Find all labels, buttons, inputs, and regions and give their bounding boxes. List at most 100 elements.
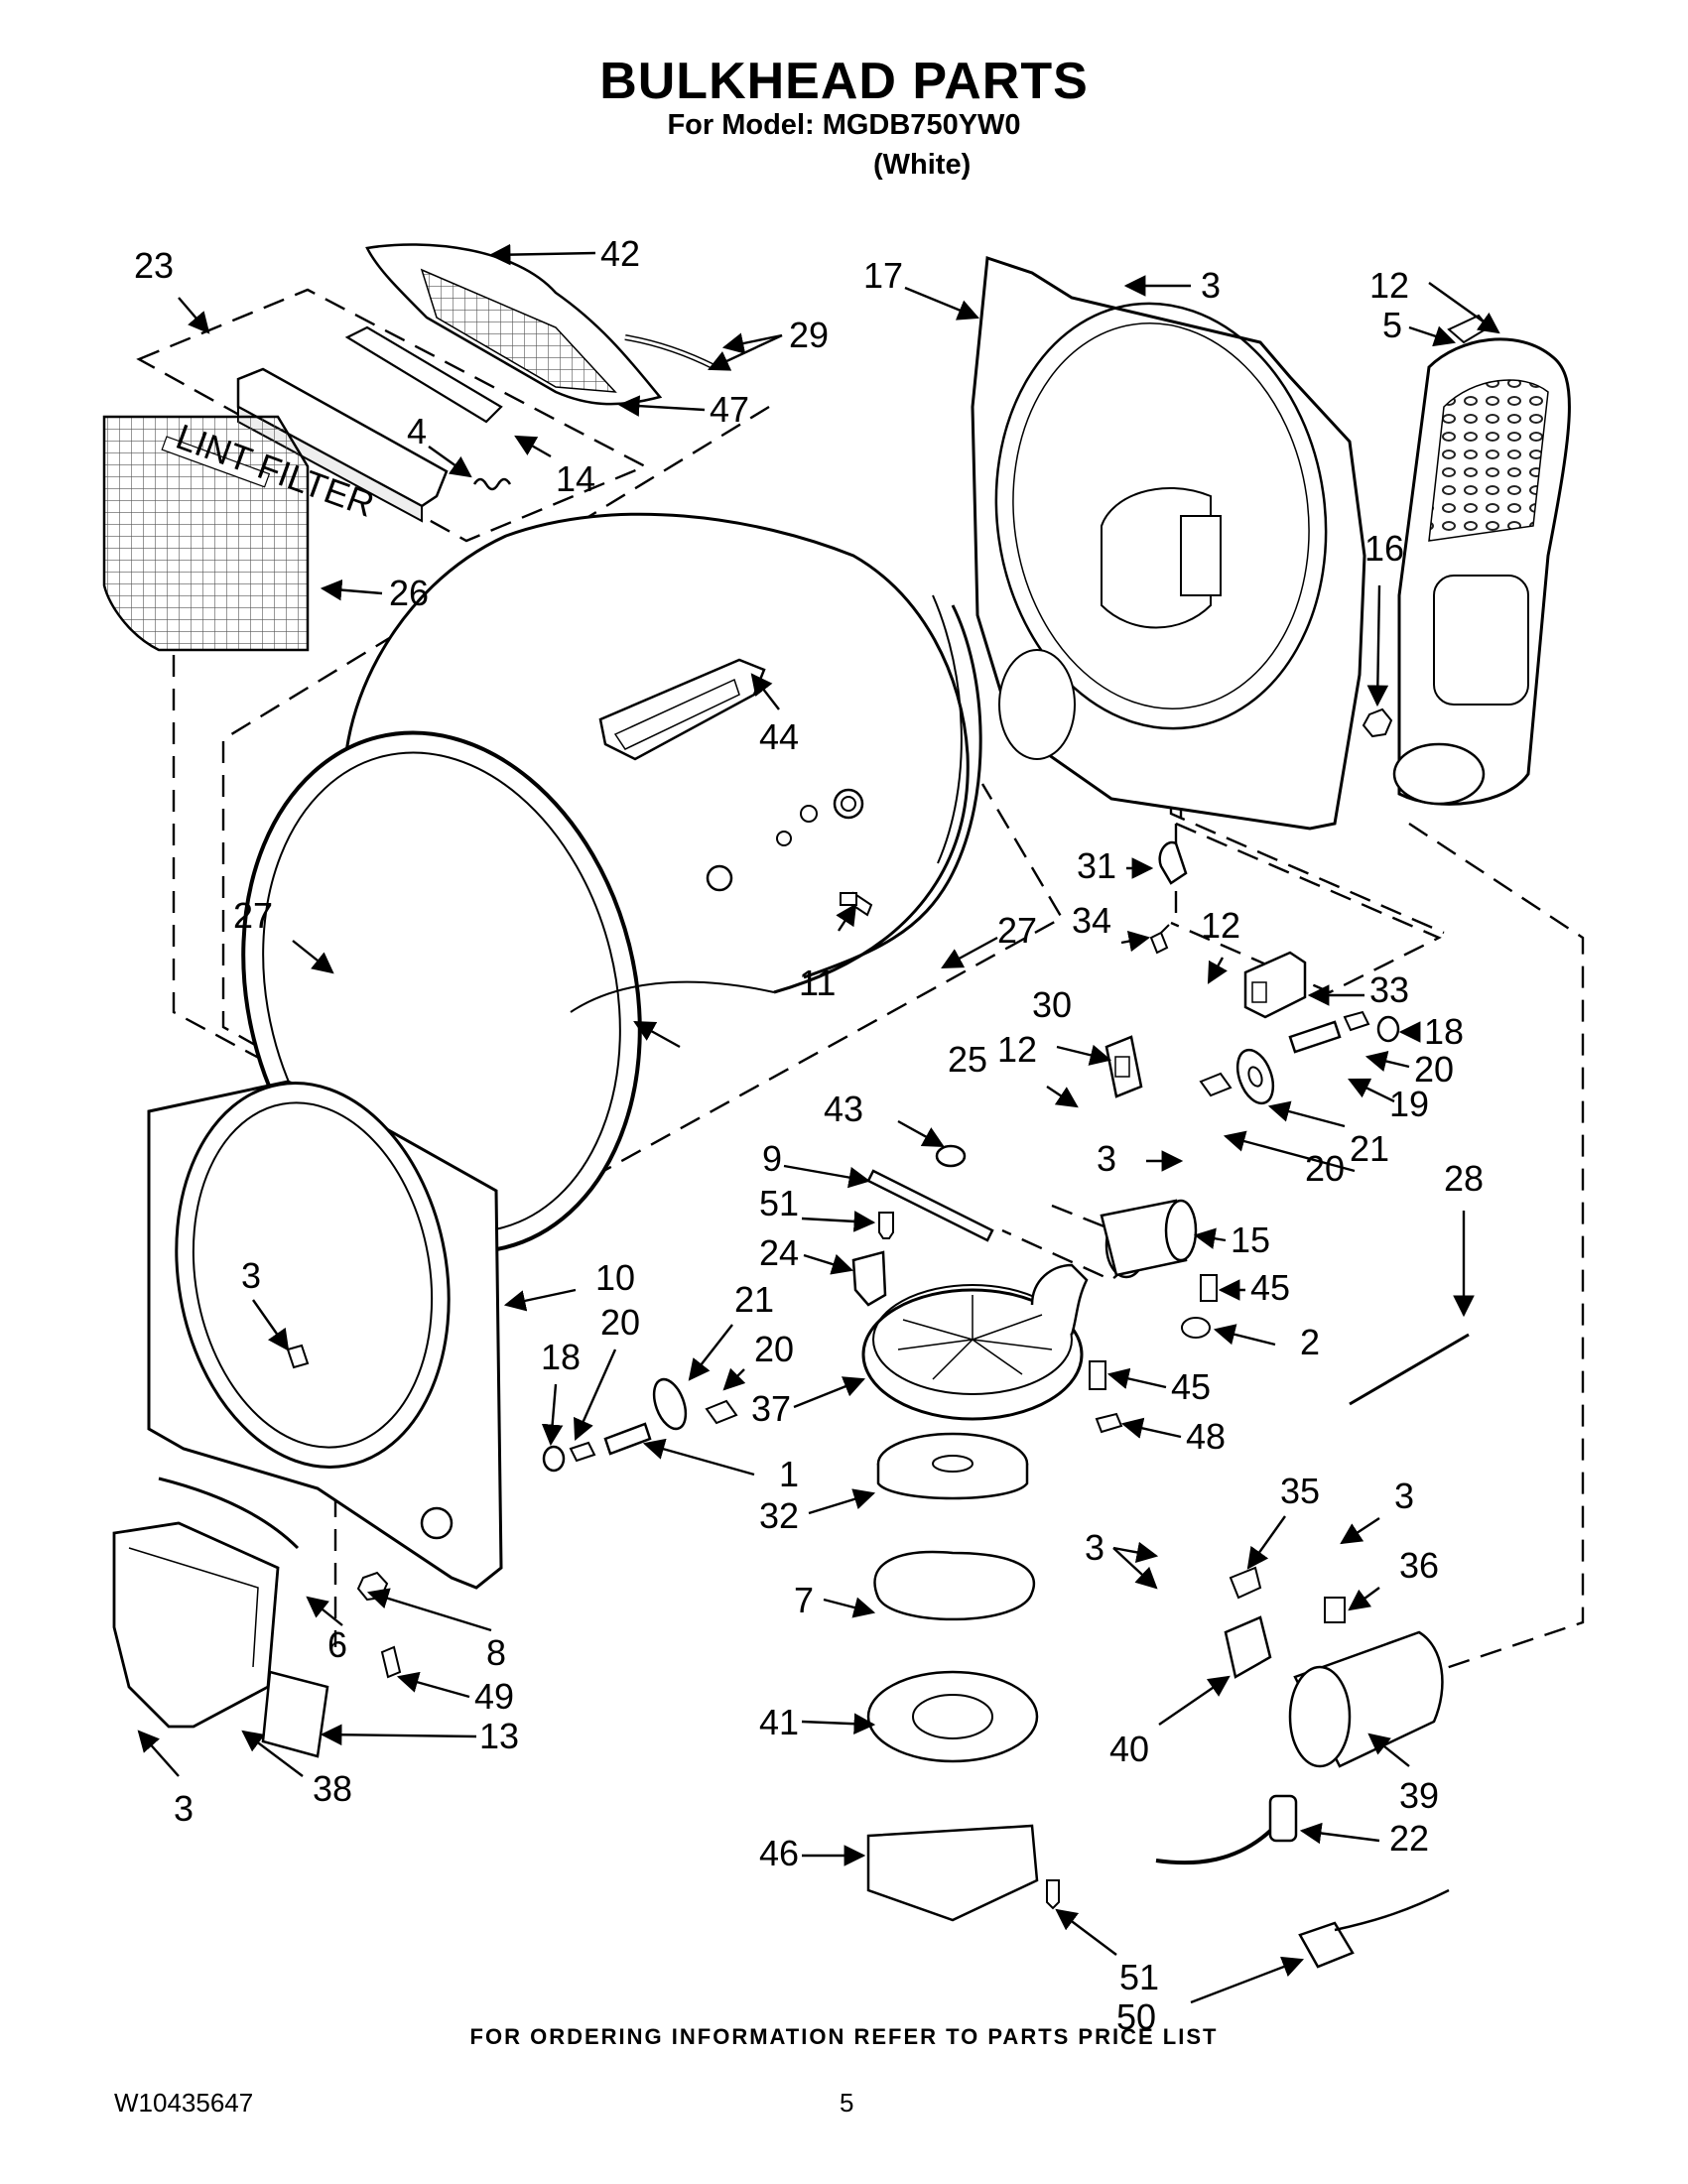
callout-9: 9 [762,1138,782,1179]
callout-31: 31 [1077,845,1116,886]
callout-4: 4 [407,411,427,451]
thermal-sensor-31 [1158,840,1188,885]
callout-3-front-bottom: 3 [174,1788,194,1829]
clip-48 [1095,1412,1123,1434]
gasket-7 [873,1550,1035,1621]
document-number: W10435647 [114,2088,254,2118]
callout-27-right: 27 [997,910,1037,951]
callout-20-front-right: 20 [754,1329,794,1369]
idler-pulley-43 [935,1144,967,1168]
callout-14: 14 [556,458,595,499]
sensor-wire-28 [1349,1333,1470,1406]
callout-6: 6 [327,1624,347,1665]
callout-10: 10 [595,1257,635,1298]
burner-tube-39 [1288,1630,1444,1768]
front-bulkhead [147,1080,503,1590]
callout-35: 35 [1280,1471,1320,1511]
callout-12-low: 12 [997,1029,1037,1070]
callout-15: 15 [1231,1220,1270,1260]
callout-33: 33 [1369,969,1409,1010]
callout-46: 46 [759,1833,799,1873]
callout-1: 1 [779,1454,799,1494]
filter-switch-bracket [344,325,503,424]
callout-40: 40 [1109,1729,1149,1769]
leader-lines [137,243,1500,2004]
screw-51-bottom [1046,1879,1060,1910]
callout-5: 5 [1382,305,1402,345]
callout-26: 26 [389,573,429,613]
callout-3-front-top: 3 [241,1255,261,1296]
callout-3-rear: 3 [1201,265,1221,306]
callout-20-rear-low: 20 [1305,1148,1345,1189]
callout-47: 47 [710,389,749,430]
drum-bolt [840,891,873,917]
callout-51-top: 51 [759,1183,799,1223]
ordering-footer: FOR ORDERING INFORMATION REFER TO PARTS … [469,2024,1219,2049]
screw-51-top [878,1212,894,1239]
blower-cover-41 [866,1670,1039,1763]
rear-bulkhead [971,255,1366,831]
lint-housing-grille [365,243,663,406]
callout-8: 8 [486,1632,506,1673]
callout-3-right: 3 [1394,1476,1414,1516]
terminal-block-33 [1243,951,1307,1019]
callout-27-left: 27 [233,895,273,936]
wire-harness-50 [1298,1888,1450,1969]
callout-22: 22 [1389,1818,1429,1859]
rear-roller-assembly [1199,1010,1400,1105]
callout-32: 32 [759,1495,799,1536]
thermostat-36 [1324,1597,1346,1623]
gasket-strip [624,334,716,370]
front-roller-assembly [542,1377,738,1473]
callout-17: 17 [863,255,903,296]
callout-25: 25 [948,1039,987,1080]
callout-19: 19 [1389,1084,1429,1124]
callout-11: 11 [799,963,836,1003]
callout-30: 30 [1032,984,1072,1025]
callout-50: 50 [1116,1996,1156,2037]
hex-nut-8 [356,1571,389,1602]
callout-48: 48 [1186,1416,1226,1457]
front-lint-duct-38 [112,1521,280,1729]
callout-20-front: 20 [600,1302,640,1343]
screw-3-front [286,1344,310,1369]
callout-18-rear: 18 [1424,1011,1464,1052]
drum-axle-hardware [706,788,864,892]
callout-51-bottom: 51 [1119,1957,1159,1997]
callout-labels: 23 42 29 47 4 14 26 44 27 27 11 25 17 3 … [134,233,1484,2037]
bracket-30 [1104,1035,1143,1098]
callout-2: 2 [1300,1322,1320,1362]
spring-part [472,477,512,491]
color-variant: (White) [873,149,972,181]
callout-28: 28 [1444,1158,1484,1199]
rear-heater-shield [1392,314,1571,806]
blower-housing-37 [861,1263,1089,1421]
model-subtitle: For Model: MGDB750YW0 [667,109,1021,141]
bracket-35 [1229,1566,1262,1600]
wire-harness-22 [1155,1794,1298,1865]
bracket-24 [851,1250,887,1307]
callout-13: 13 [479,1716,519,1756]
callout-37: 37 [751,1388,791,1429]
callout-43: 43 [824,1089,863,1129]
callout-41: 41 [759,1702,799,1742]
callout-20-rear-top: 20 [1414,1049,1454,1090]
clamp-2 [1181,1317,1211,1339]
clip-49 [380,1645,402,1679]
callout-3-mid: 3 [1097,1138,1116,1179]
callout-16: 16 [1364,528,1404,569]
callout-39: 39 [1399,1775,1439,1816]
hex-nut-16 [1362,707,1393,738]
callout-49: 49 [474,1676,514,1717]
blower-base-46 [866,1824,1039,1922]
wire-clip-34 [1149,924,1170,955]
callout-45-top: 45 [1250,1267,1290,1308]
callout-34: 34 [1072,900,1111,941]
callout-21-rear: 21 [1350,1128,1389,1169]
callout-12-mid: 12 [1201,905,1240,946]
callout-3-center: 3 [1085,1527,1104,1568]
callout-36: 36 [1399,1545,1439,1586]
callout-21-front: 21 [734,1279,774,1320]
callout-38: 38 [313,1768,352,1809]
